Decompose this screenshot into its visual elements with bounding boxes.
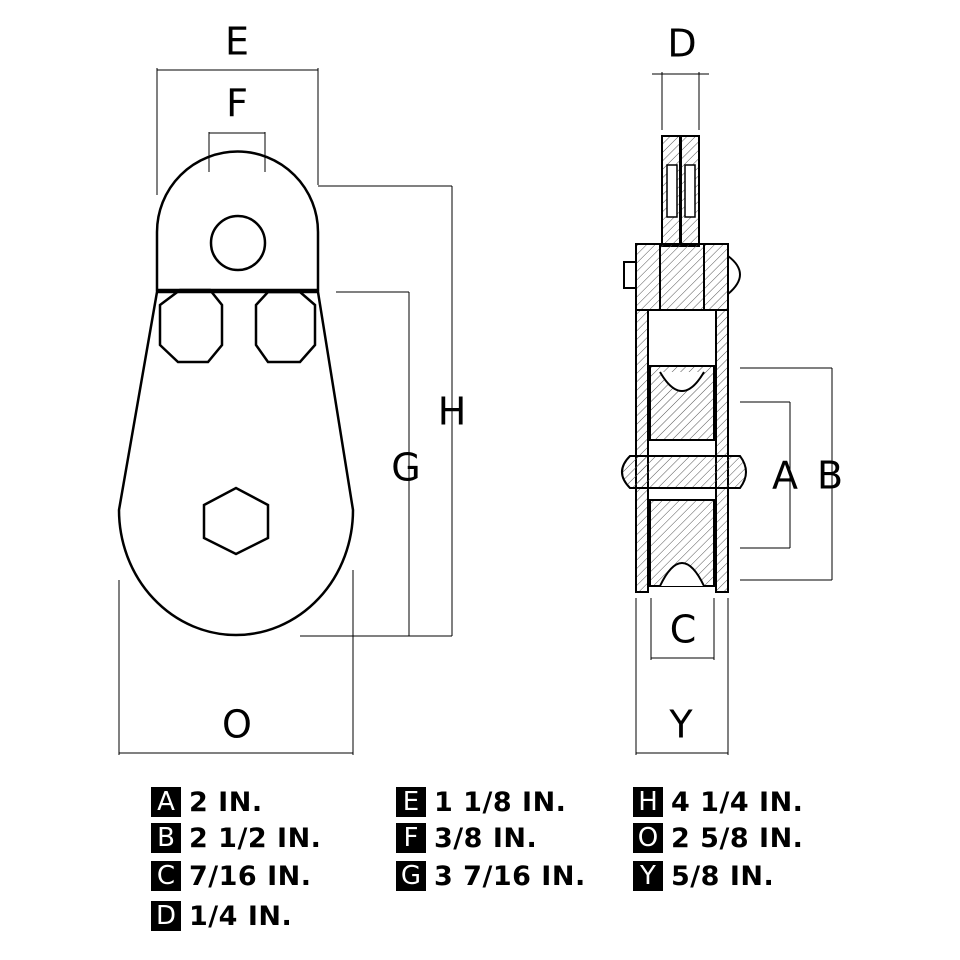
sheave-bottom bbox=[649, 499, 715, 587]
dim-label-c: C bbox=[670, 608, 697, 652]
front-dimension-lines bbox=[118, 68, 453, 755]
dim-label-b: B bbox=[817, 454, 843, 498]
dim-label-e: E bbox=[225, 20, 249, 64]
dim-label-y: Y bbox=[668, 703, 693, 747]
side-view bbox=[621, 135, 747, 593]
left-cheek-side bbox=[635, 309, 649, 593]
side-dimension-lines bbox=[635, 72, 833, 755]
dim-label-h: H bbox=[438, 390, 467, 434]
dim-label-d: D bbox=[667, 22, 696, 66]
top-eye-plate bbox=[155, 150, 320, 292]
sheave-top bbox=[649, 365, 715, 441]
front-view bbox=[117, 150, 355, 637]
cheek-plate bbox=[117, 290, 355, 637]
upper-bolt-block bbox=[635, 243, 729, 311]
left-hex-bolt bbox=[158, 288, 224, 364]
dim-label-a: A bbox=[772, 454, 798, 498]
dim-label-f: F bbox=[226, 82, 248, 126]
dim-label-g: G bbox=[391, 446, 420, 490]
eye-hole bbox=[209, 214, 267, 272]
dim-label-o: O bbox=[222, 703, 252, 747]
right-cheek-side bbox=[715, 309, 729, 593]
axle-hex-bolt bbox=[202, 486, 270, 556]
side-axle bbox=[621, 455, 747, 489]
right-hex-bolt bbox=[254, 290, 317, 364]
